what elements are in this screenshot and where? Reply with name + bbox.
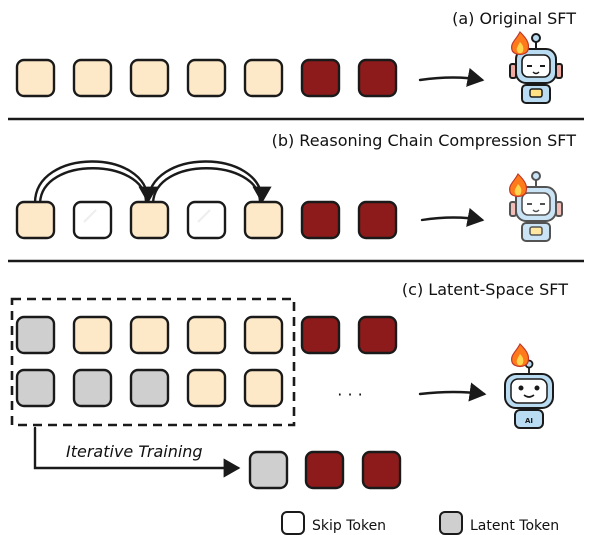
skip-token (186, 200, 227, 240)
cot-token (15, 58, 56, 98)
panel-c-row1-tokens (15, 315, 398, 355)
cot-token (186, 368, 227, 408)
flame-icon (511, 31, 530, 56)
cot-token (72, 315, 113, 355)
skip-token-label: Skip Token (312, 518, 386, 534)
panel-b-title: (b) Reasoning Chain Compression SFT (272, 131, 577, 150)
cot-token (129, 200, 170, 240)
dashed-group-box (10, 297, 296, 427)
answer-token (300, 200, 341, 240)
panel-latent-space-sft: (c) Latent-Space SFT · · · Iterative Tra… (10, 280, 568, 490)
skip-token-swatch (281, 511, 305, 535)
panel-c-row3-tokens (248, 450, 402, 490)
cot-token (72, 58, 113, 98)
latent-token (15, 315, 56, 355)
ellipsis: · · · (337, 385, 362, 404)
arrow-icon (418, 67, 485, 87)
panel-original-sft: (a) Original SFT (15, 9, 576, 104)
answer-token (300, 58, 341, 98)
answer-token (300, 315, 341, 355)
cot-token (243, 200, 284, 240)
latent-token-label: Latent Token (470, 518, 559, 534)
cot-token (186, 58, 227, 98)
latent-token (72, 368, 113, 408)
panel-c-title: (c) Latent-Space SFT (402, 280, 568, 299)
iterative-training-label: Iterative Training (66, 442, 203, 461)
flame-icon (511, 343, 530, 368)
arrow-icon (418, 382, 487, 402)
cot-token (243, 368, 284, 408)
skip-arc (33, 160, 158, 205)
answer-token (361, 450, 402, 490)
panel-b-tokens (15, 200, 398, 240)
skip-arc (38, 167, 148, 205)
legend: Skip Token Latent Token (281, 511, 559, 535)
cot-token (243, 58, 284, 98)
panel-a-title: (a) Original SFT (452, 9, 576, 28)
answer-token (357, 315, 398, 355)
latent-token (15, 368, 56, 408)
latent-token (129, 368, 170, 408)
latent-token (248, 450, 289, 490)
cot-token (15, 200, 56, 240)
answer-token (357, 200, 398, 240)
ai-robot-icon: AI (504, 359, 554, 429)
answer-token (304, 450, 345, 490)
svg-text:AI: AI (525, 417, 533, 425)
cot-token (129, 58, 170, 98)
skip-arc (146, 160, 272, 205)
cot-token (243, 315, 284, 355)
iterative-arrow (33, 426, 241, 478)
arrow-icon (420, 207, 485, 227)
answer-token (357, 58, 398, 98)
panel-a-tokens (15, 58, 398, 98)
cot-token (129, 315, 170, 355)
latent-token-swatch (439, 511, 463, 535)
skip-token (72, 200, 113, 240)
panel-reasoning-chain-compression-sft: (b) Reasoning Chain Compression SFT (15, 131, 577, 242)
skip-arc (151, 167, 262, 205)
cot-token (186, 315, 227, 355)
panel-c-row2-tokens (15, 368, 284, 408)
flame-icon (509, 173, 528, 198)
